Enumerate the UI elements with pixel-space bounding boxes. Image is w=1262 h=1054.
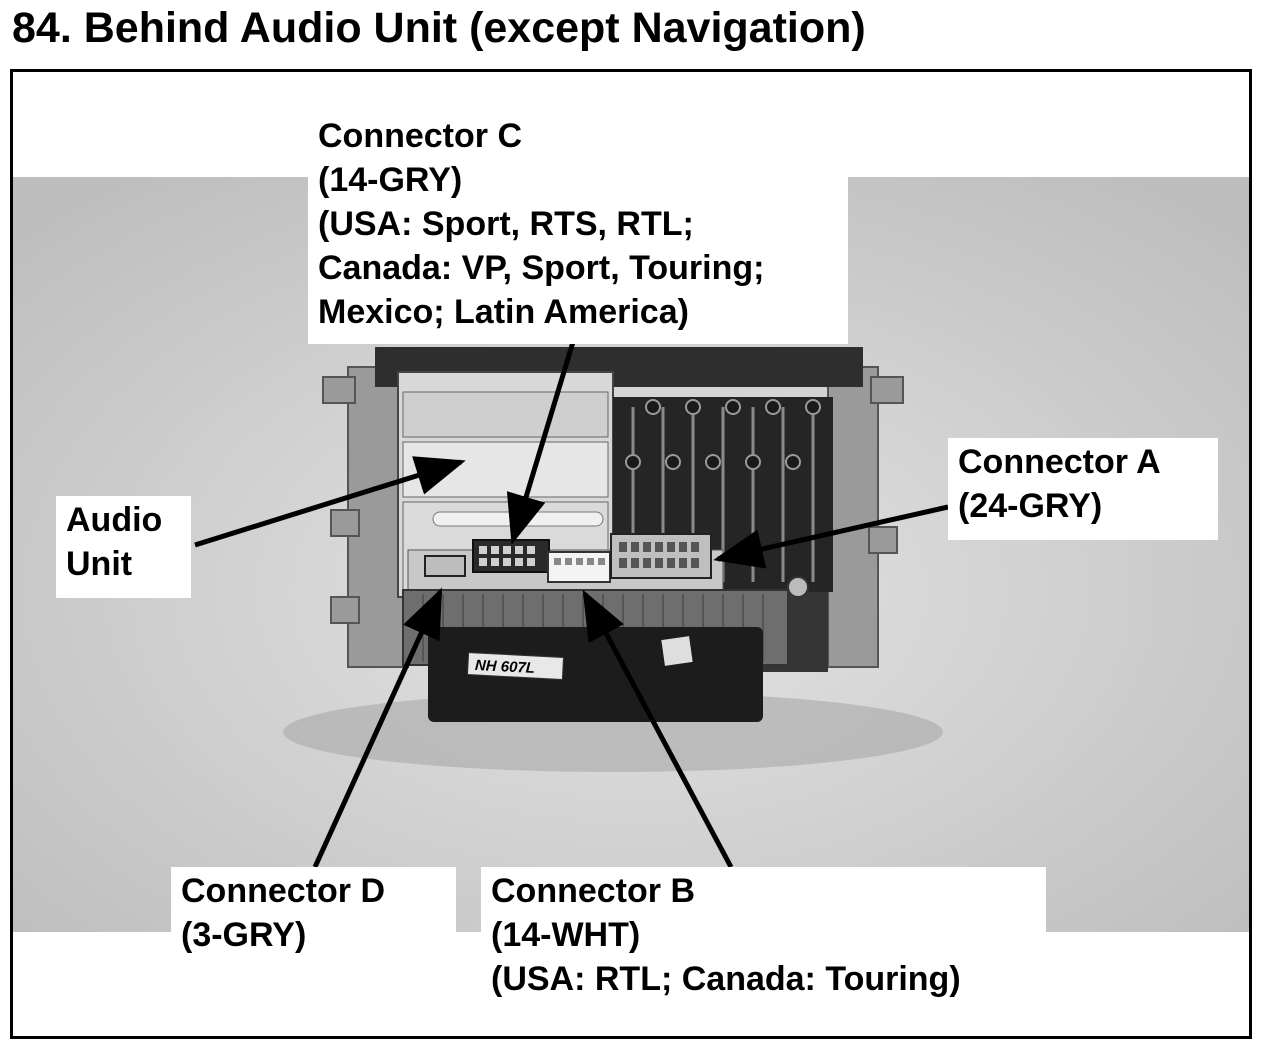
callout-line: Connector C <box>318 117 522 155</box>
callout-connector-a: Connector A (24-GRY) <box>948 438 1218 540</box>
arrow-audio-unit <box>194 456 466 548</box>
callout-line: (3-GRY) <box>181 916 307 954</box>
callout-connector-b: Connector B (14-WHT) (USA: RTL; Canada: … <box>481 867 1046 1012</box>
connector-c-socket <box>472 539 550 573</box>
left-bracket <box>322 366 409 668</box>
connector-d-socket <box>424 555 466 577</box>
diagram-frame: NH 607L Connector C (14-GRY) (USA: Sport… <box>10 69 1252 1039</box>
callout-connector-d: Connector D (3-GRY) <box>171 867 456 969</box>
page-title: 84. Behind Audio Unit (except Navigation… <box>12 4 866 52</box>
callout-line: Connector A <box>958 443 1161 481</box>
arrow-connector-b <box>582 589 734 869</box>
unit-tag <box>466 652 565 681</box>
callout-line: Mexico; Latin America) <box>318 293 689 331</box>
unit-sticker <box>661 636 693 666</box>
callout-line: (14-GRY) <box>318 161 463 199</box>
callout-line: Connector B <box>491 872 695 910</box>
callout-line: Audio <box>66 501 163 539</box>
callout-connector-c: Connector C (14-GRY) (USA: Sport, RTS, R… <box>308 112 848 344</box>
leader-arrows <box>194 341 949 869</box>
callout-line: (USA: RTL; Canada: Touring) <box>491 960 961 998</box>
unit-tag-text: NH 607L <box>475 657 536 677</box>
callout-line: Connector D <box>181 872 385 910</box>
callout-line: (USA: Sport, RTS, RTL; <box>318 205 694 243</box>
arrow-connector-d <box>312 587 443 869</box>
callout-audio-unit: Audio Unit <box>56 496 191 598</box>
callout-line: Canada: VP, Sport, Touring; <box>318 249 765 287</box>
callout-line: Unit <box>66 545 133 583</box>
connector-b-socket <box>547 551 611 583</box>
right-bracket <box>827 366 904 668</box>
connector-a-socket <box>610 533 712 579</box>
callout-line: (14-WHT) <box>491 916 641 954</box>
arrow-connector-a <box>713 504 949 569</box>
callout-line: (24-GRY) <box>958 487 1103 525</box>
arrow-connector-c <box>506 341 576 545</box>
